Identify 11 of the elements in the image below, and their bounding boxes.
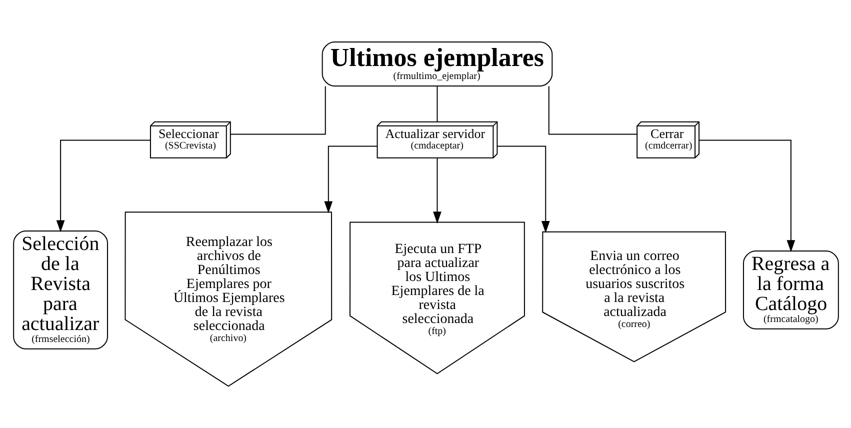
node-box: Ultimos ejemplares (frmultimo_ejemplar) xyxy=(321,42,552,86)
arrow xyxy=(324,146,378,214)
arrow xyxy=(56,140,150,232)
connector xyxy=(230,86,326,135)
arrow xyxy=(432,158,441,224)
node-box: Selección de la Revista para actualizar (frmselección) xyxy=(12,230,108,350)
connector xyxy=(548,86,638,135)
arrow xyxy=(496,146,550,233)
connector xyxy=(436,86,438,122)
node-box: Regresa a la forma Catálogo (frmcatalogo) xyxy=(742,250,838,330)
arrow xyxy=(698,140,795,252)
